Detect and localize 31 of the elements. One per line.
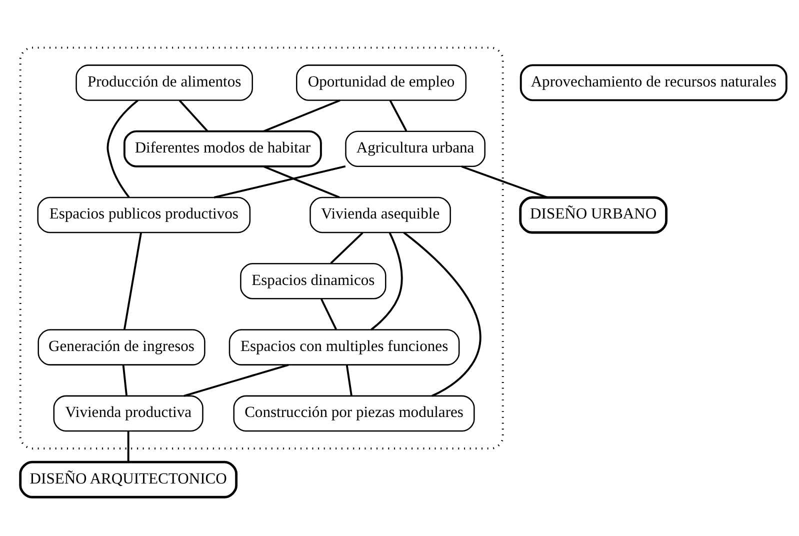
connector [123,232,142,330]
connector [178,99,208,132]
node-box: Espacios con multiples funciones [228,328,460,365]
connector [370,232,403,330]
connector [461,165,548,198]
node-box: Generación de ingresos [38,328,206,365]
connector [184,363,289,396]
connector [346,364,352,396]
node-box: Aprovechamiento de recursos naturales [520,64,788,101]
node-box: Vivienda productiva [53,394,204,432]
node-box: DISEÑO ARQUITECTONICO [19,460,238,498]
node-box: Producción de alimentos [76,64,253,100]
cluster [19,46,504,449]
connector [403,231,482,396]
connector [106,99,139,198]
connector [320,298,337,330]
node-box: Oportunidad de empleo [296,64,467,100]
node-box: Espacios dinamicos [240,262,386,299]
node-box: DISEÑO URBANO [519,196,668,234]
connector [127,430,130,462]
node-box: Agricultura urbana [345,130,486,166]
connector [263,98,340,132]
node-box: Espacios publicos productivos [37,196,251,233]
connector [214,164,346,198]
node-box: Vivienda asequible [310,196,451,233]
connector [389,100,408,131]
connector [122,364,128,396]
node-box: Diferentes modos de habitar [123,130,322,167]
connector [263,165,340,198]
node-box: Construcción por piezas modulares [233,394,475,432]
connector [330,232,364,264]
